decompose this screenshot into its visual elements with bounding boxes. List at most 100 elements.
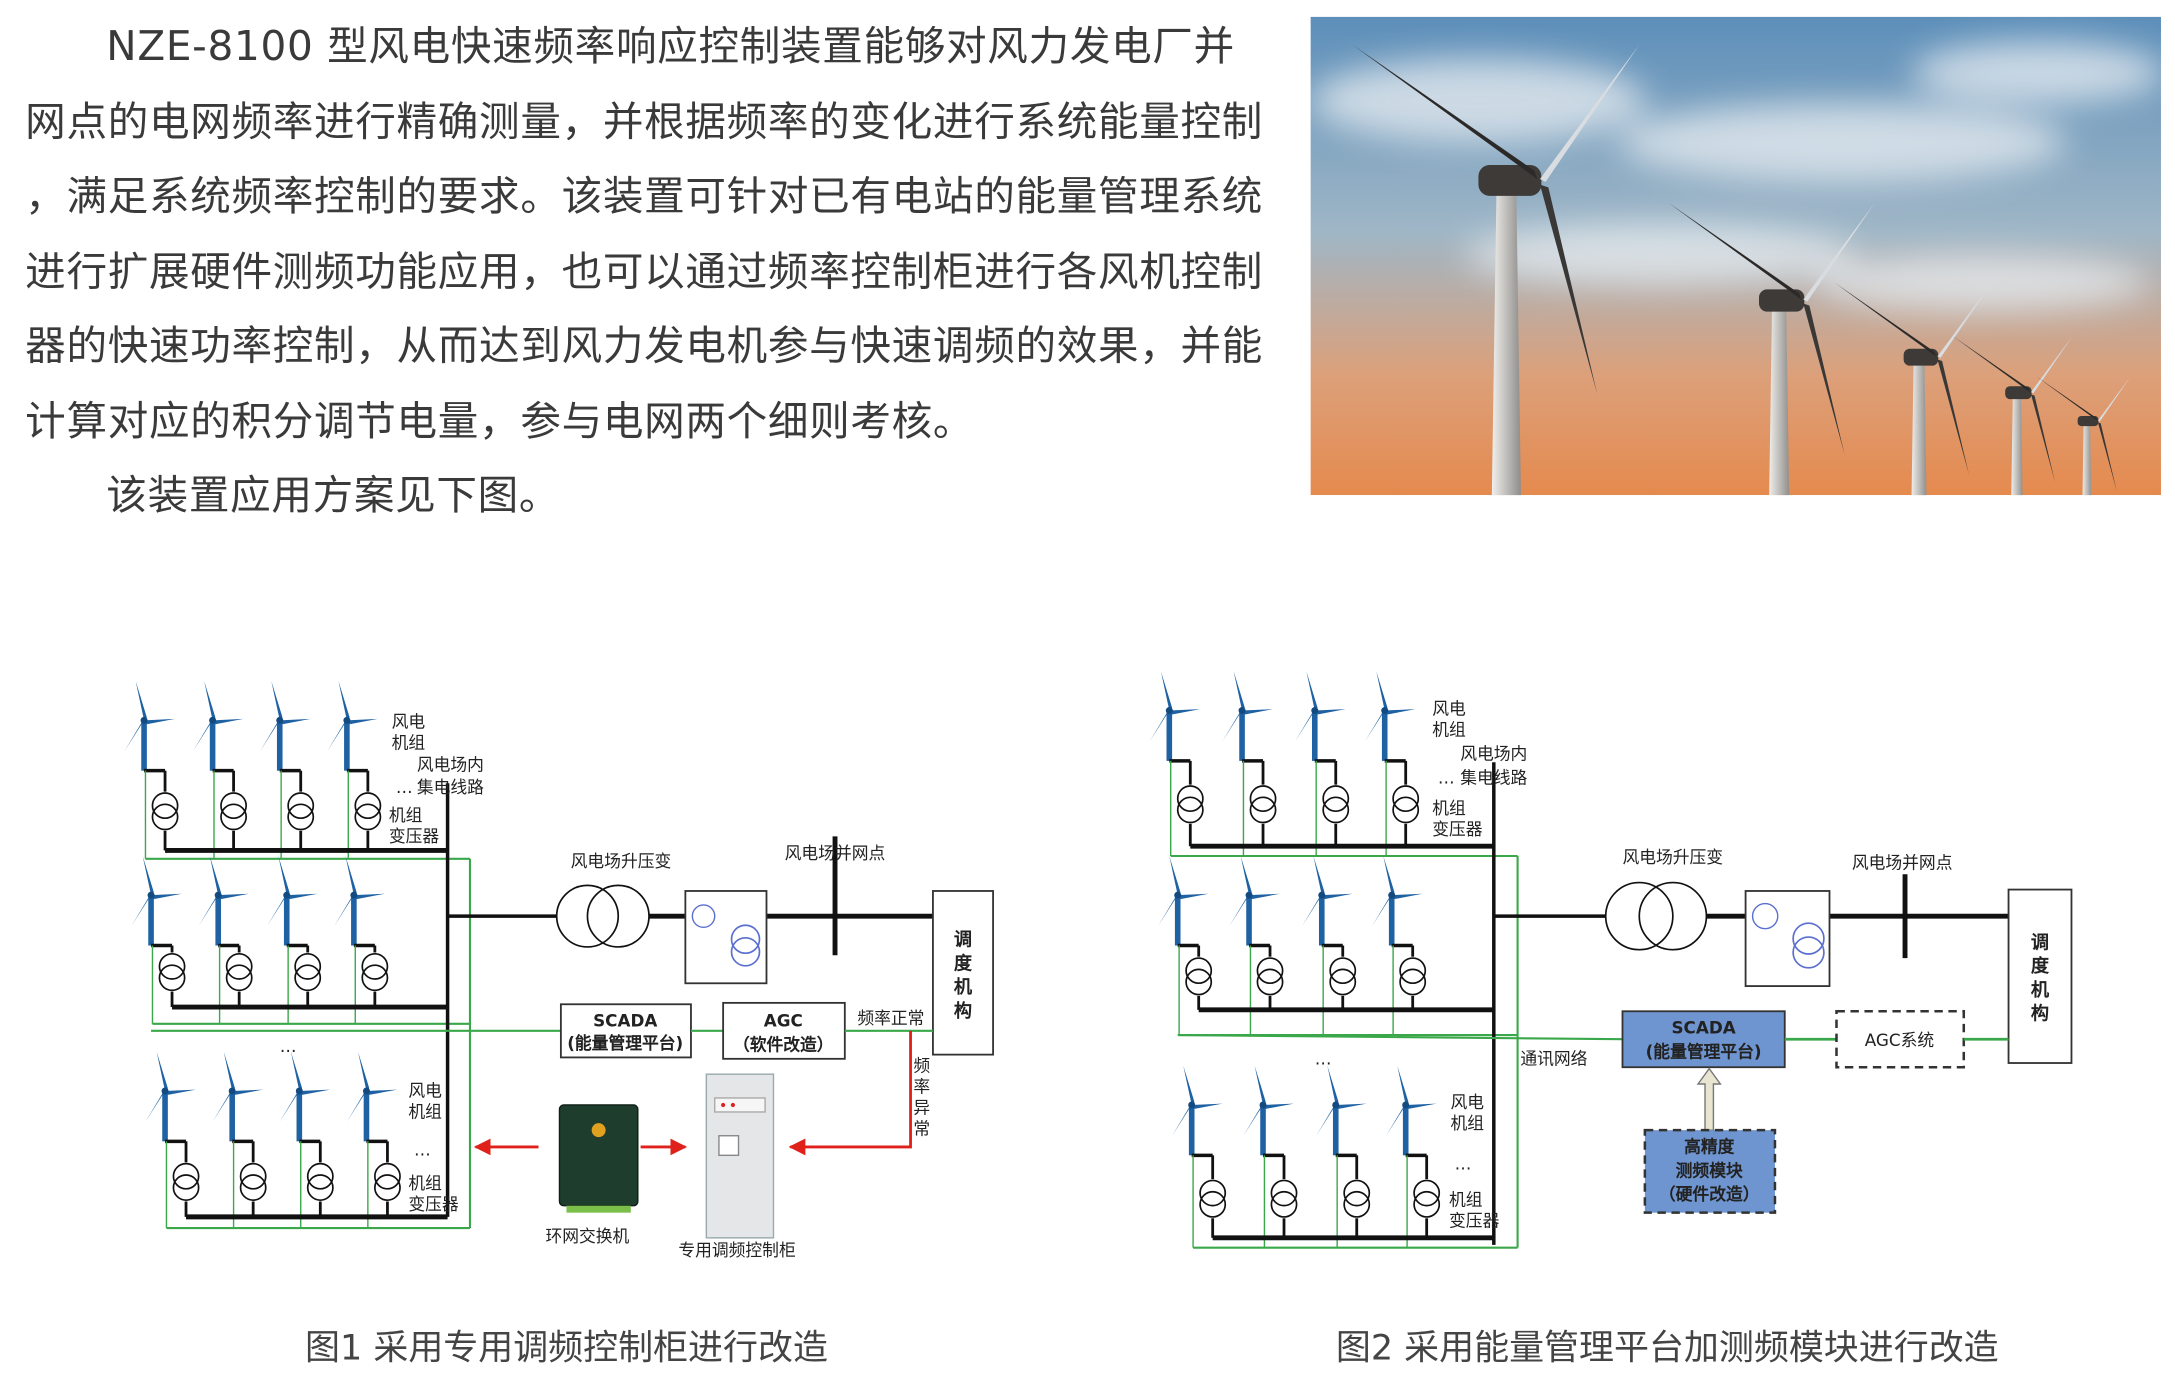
wind-turbine-icon — [124, 681, 175, 771]
unit-transformer-icon — [1249, 785, 1277, 824]
dispatch-label: 构 — [2031, 1003, 2049, 1025]
wind-turbine-icon — [1365, 671, 1416, 761]
intro-line: 该装置应用方案见下图。 — [106, 471, 561, 519]
ct-circle — [1751, 902, 1779, 930]
ellipsis-text: … — [1315, 1048, 1332, 1068]
photo-turbine — [1952, 335, 2073, 496]
step-up-label: 风电场升压变 — [571, 851, 672, 871]
nacelle — [1903, 348, 1939, 366]
nacelle — [1478, 165, 1542, 196]
unit-transformer-icon — [1322, 785, 1350, 824]
blade — [2031, 394, 2056, 483]
measurement-box — [684, 890, 768, 985]
winding-circle — [287, 792, 315, 820]
winding-circle — [361, 953, 389, 980]
winding-circle — [287, 803, 315, 831]
winding-circle — [239, 1162, 267, 1190]
ellipsis-text: … — [414, 1139, 431, 1159]
dispatch-label: 调 — [954, 930, 972, 951]
unit-transformer-icon — [225, 953, 253, 992]
photo-turbine — [1834, 282, 1993, 496]
ring-switch-device — [558, 1104, 639, 1213]
wind-turbine-icon — [193, 681, 244, 771]
wind-turbine-icon — [198, 856, 249, 946]
blade — [1803, 202, 1875, 302]
cabinet-led — [721, 1102, 726, 1108]
unit-transformer-icon — [239, 1162, 267, 1201]
winding-circle — [1329, 968, 1357, 996]
unit-transformer-label: 机组 — [389, 805, 423, 825]
dispatch-label: 度 — [2031, 955, 2050, 977]
winding-circle — [1176, 785, 1204, 813]
unit-transformer-icon — [1343, 1179, 1371, 1218]
tower — [1491, 184, 1521, 496]
ellipsis-text: … — [1455, 1153, 1472, 1173]
unit-transformer-label: 变压器 — [1432, 819, 1483, 839]
winding-circle — [220, 792, 248, 820]
winding-circle — [1322, 785, 1350, 813]
wind-turbine-icon — [1158, 856, 1209, 946]
unit-transformer-label: 变压器 — [1449, 1211, 1500, 1231]
winding-circle — [1185, 957, 1213, 985]
winding-circle — [1185, 968, 1213, 996]
control-cabinet-device — [705, 1073, 775, 1239]
freq-abnormal-label: 异 — [913, 1097, 930, 1117]
winding-circle — [1256, 968, 1284, 996]
dispatch-box — [932, 890, 994, 1056]
winding-circle — [1176, 796, 1204, 824]
intro-line: 进行扩展硬件测频功能应用，也可以通过频率控制柜进行各风机控制 — [25, 246, 1264, 295]
blade — [1539, 44, 1640, 182]
collector-line-label: 集电线路 — [417, 777, 484, 797]
red-arrow — [788, 1030, 912, 1156]
ellipsis-text: … — [396, 777, 413, 797]
blade — [1952, 335, 2030, 393]
winding-circle — [555, 884, 620, 948]
switch-label: 环网交换机 — [545, 1226, 629, 1246]
winding-circle — [1199, 1179, 1227, 1207]
winding-circle — [151, 792, 179, 820]
switch-terminals — [566, 1205, 631, 1213]
agc-label: AGC — [764, 1011, 803, 1031]
dispatch-label: 机 — [2031, 980, 2050, 1001]
wind-turbine-icon — [145, 1051, 196, 1142]
winding-circle — [239, 1174, 267, 1201]
unit-transformer-label: 机组 — [1449, 1190, 1483, 1210]
agc-label: AGC系统 — [1865, 1030, 1935, 1050]
wind-unit-label: 风电 — [392, 711, 426, 731]
step-up-transformer-icon — [555, 884, 650, 948]
wind-unit-label: 机组 — [408, 1102, 442, 1122]
winding-circle — [1249, 796, 1277, 824]
winding-circle — [306, 1162, 334, 1190]
tower — [1911, 359, 1927, 496]
winding-circle — [1792, 936, 1825, 969]
wind-turbine-icon — [267, 856, 318, 946]
winding-circle — [1604, 881, 1674, 951]
wind-turbine-icon — [334, 856, 385, 946]
blade — [2097, 376, 2131, 422]
intro-line: NZE-8100 型风电快速频率响应控制装置能够对风力发电厂并 — [106, 22, 1235, 70]
blade — [2097, 422, 2117, 492]
unit-transformer-icon — [1270, 1179, 1298, 1218]
unit-transformer-icon — [172, 1162, 200, 1201]
frequency-module-box — [1643, 1128, 1777, 1214]
unit-transformer-icon — [158, 953, 186, 992]
photo-turbine — [2036, 376, 2131, 496]
unit-transformer-icon — [1413, 1179, 1441, 1218]
dispatch-box — [2007, 888, 2073, 1064]
winding-circle — [1413, 1179, 1441, 1207]
collector-line-label: 集电线路 — [1460, 767, 1527, 787]
unit-transformer-icon — [306, 1162, 334, 1201]
step-up-transformer-icon — [1604, 881, 1708, 951]
winding-circle — [220, 803, 248, 831]
winding-circle — [1329, 957, 1357, 985]
wind-turbine-icon — [212, 1051, 263, 1142]
wind-turbine-icon — [1316, 1065, 1367, 1156]
unit-transformer-icon — [1392, 785, 1420, 824]
cabinet-led — [730, 1102, 736, 1108]
winding-circle — [730, 924, 761, 955]
wind-unit-label: 风电 — [1450, 1092, 1484, 1112]
ct-circle — [691, 904, 716, 929]
blade — [1937, 282, 1993, 358]
comm-line — [1177, 1033, 1623, 1041]
winding-circle — [172, 1162, 200, 1190]
